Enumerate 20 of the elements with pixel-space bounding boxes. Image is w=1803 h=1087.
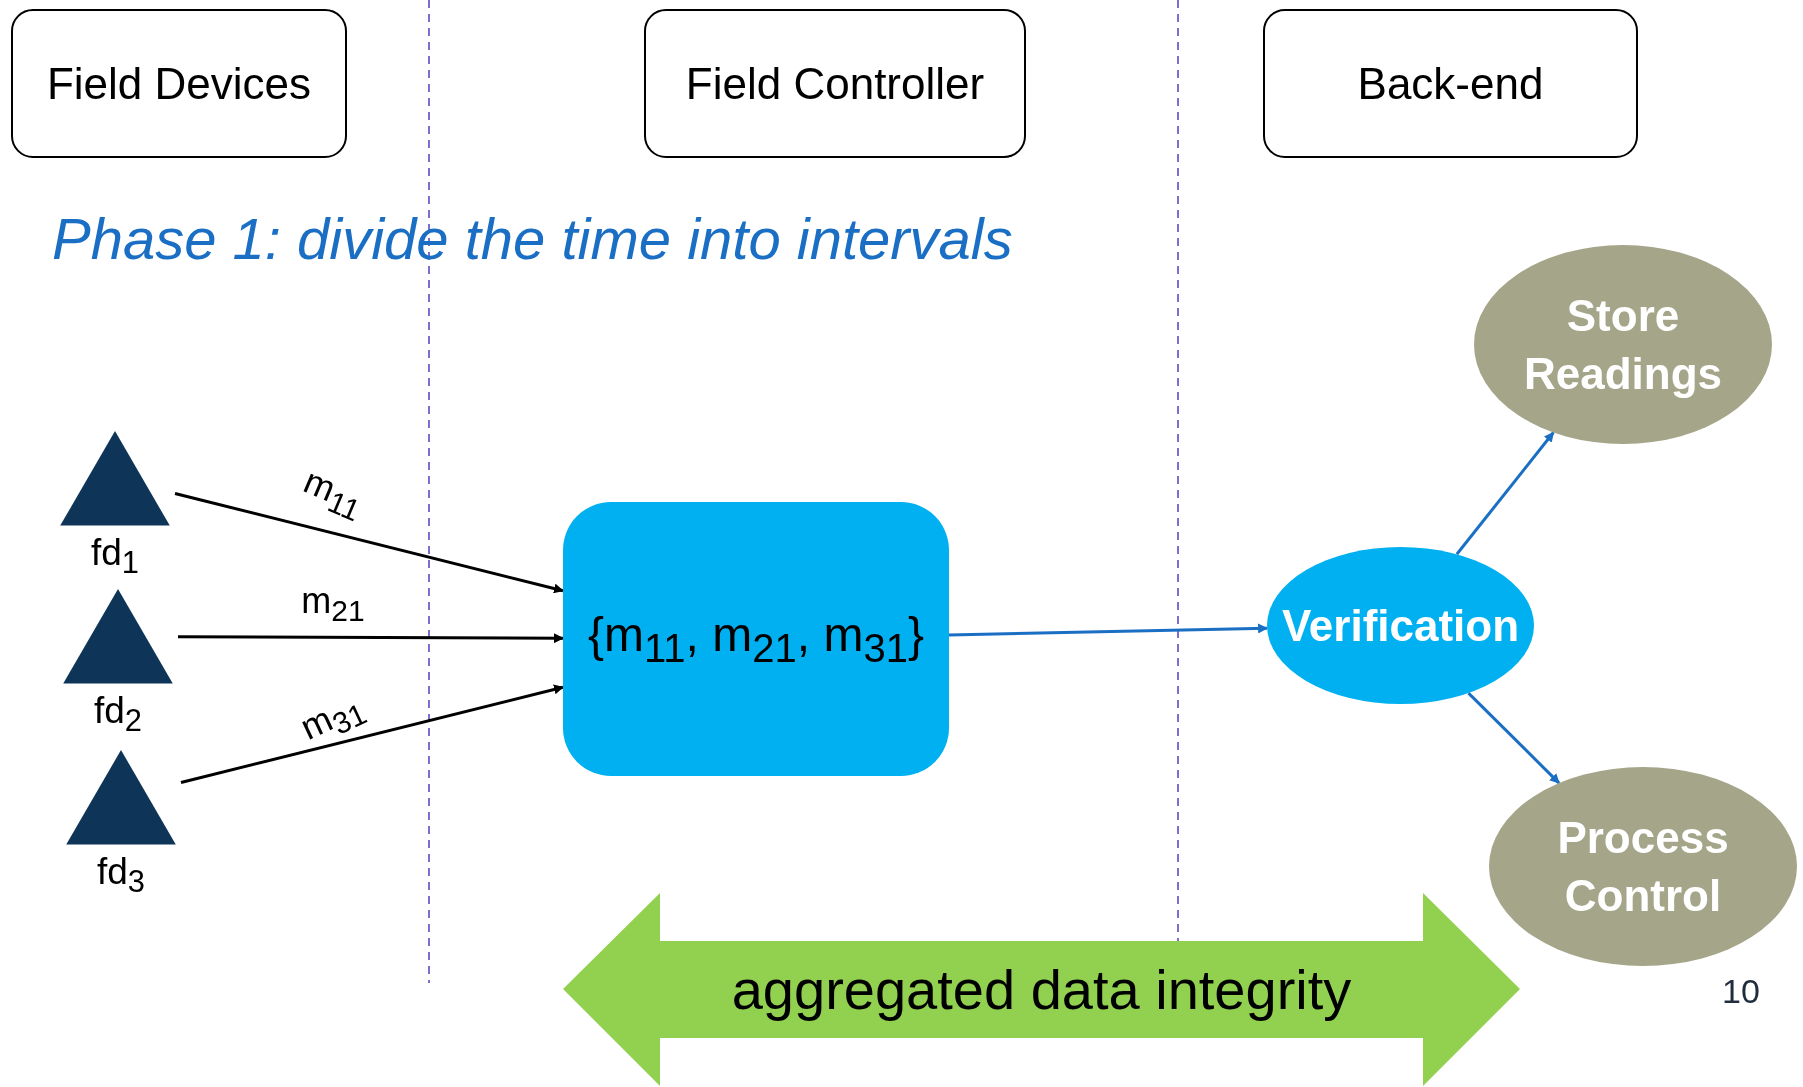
message-set-box: {m$_{11}$, m$_{21}$, m$_{31}$} [563, 502, 949, 776]
device-label: fd$_{1}$ [91, 531, 139, 581]
title: Phase 1: divide the time into intervals [52, 205, 1013, 272]
device-label: fd$_{3}$ [97, 850, 145, 900]
lane-header-box: Back-end [1263, 9, 1638, 158]
arrow [180, 684, 564, 784]
arrow [1467, 692, 1561, 785]
lane-header-box: Field Devices [11, 9, 347, 158]
arrow [174, 492, 564, 594]
verification-ellipse: Verification [1267, 547, 1534, 704]
double-arrow: aggregated data integrity [563, 893, 1520, 1086]
arrow [178, 633, 564, 644]
outcome-ellipse: Process Control [1489, 767, 1797, 966]
lane-header-box: Field Controller [644, 9, 1026, 158]
edge-label: m$_{21}$ [300, 580, 366, 629]
arrow [1455, 431, 1555, 556]
page-number: 10 [1722, 972, 1760, 1011]
outcome-ellipse: Store Readings [1474, 245, 1772, 444]
arrow [948, 623, 1269, 637]
device-label: fd$_{2}$ [94, 689, 142, 739]
